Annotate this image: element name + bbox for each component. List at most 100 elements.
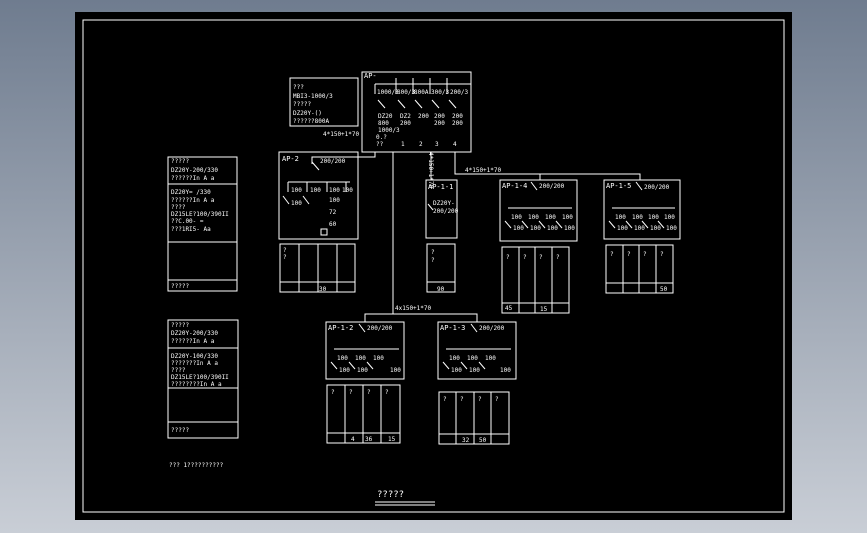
left-panel-1-line: ??C.00- =	[171, 218, 204, 225]
cad-viewport[interactable]: ??? MBI3-1000/3 ????? DZ20Y-() ??????800…	[75, 12, 792, 520]
legend-line: DZ20Y-()	[293, 110, 322, 117]
main-sub: 1000/3	[378, 127, 400, 134]
circuit-label: ?	[385, 389, 389, 396]
load-total: 50	[479, 437, 487, 444]
value-label: 72	[329, 209, 337, 216]
left-panel-1-line: ??????In A a	[171, 197, 215, 204]
box-name: AP-1-2	[328, 324, 353, 332]
breaker-label: 100	[511, 214, 522, 221]
breaker-label: 100	[339, 367, 350, 374]
legend-line: ??????800A	[293, 118, 330, 125]
circuit-label: ?	[610, 251, 614, 258]
legend-line: MBI3-1000/3	[293, 93, 333, 100]
load-total: 45	[505, 305, 513, 312]
breaker-label: 100	[513, 225, 524, 232]
load-total: 30	[319, 286, 327, 293]
main-output: 2	[419, 141, 423, 148]
circuit-label: ?	[506, 254, 510, 261]
cable-label-ap14: 4*150+1*70	[465, 167, 502, 174]
main-sub: 200	[452, 113, 463, 120]
left-panel-2-line: DZ20Y-100/330	[171, 353, 218, 360]
left-panel-2-line: ????	[171, 367, 186, 374]
main-rating: 1000/3	[377, 89, 399, 96]
left-panel-1-line: DZ20Y-200/330	[171, 167, 218, 174]
breaker-label: 100	[634, 225, 645, 232]
box-main: 200/200	[367, 325, 393, 332]
value-label: 60	[329, 221, 337, 228]
box-name: AP-1-4	[502, 182, 527, 190]
box-ap15: AP-1-5 200/200 100 100 100 100 100 100 1…	[603, 179, 681, 294]
left-panel-1-line: ????	[171, 204, 186, 211]
circuit-label: ?	[495, 396, 499, 403]
box-ap13: AP-1-3 200/200 100 100 100 100 100 100 ?…	[437, 321, 517, 445]
drawing-frame	[82, 19, 785, 513]
box-main: 200/200	[320, 158, 346, 165]
circuit-label: ?	[349, 389, 353, 396]
left-panel-2-line: ??????In A a	[171, 338, 215, 345]
main-output: 4	[453, 141, 457, 148]
circuit-label: ?	[283, 247, 287, 254]
breaker-label: 100	[329, 187, 340, 194]
load-total: 90	[437, 286, 445, 293]
circuit-label: ?	[556, 254, 560, 261]
breaker-label: 100	[469, 367, 480, 374]
breaker-label: 100	[530, 225, 541, 232]
breaker-label: 100	[528, 214, 539, 221]
breaker-label: 100	[547, 225, 558, 232]
box-name: AP-1-5	[606, 182, 631, 190]
breaker-label: 100	[373, 355, 384, 362]
breaker-label: 100	[632, 214, 643, 221]
breaker-label: 100	[617, 225, 628, 232]
main-rating: 300/3	[431, 89, 449, 96]
main-sub: 200	[418, 113, 429, 120]
left-panel-1-bottom: ?????	[171, 283, 189, 290]
box-main: 200/200	[644, 184, 670, 191]
main-panel: AP- 1000/3 800/3 800A 300/3 200/3 DZ20 8…	[361, 71, 472, 153]
legend-line: ?????	[293, 101, 311, 108]
breaker-label: 100	[329, 197, 340, 204]
breaker-label: 100	[564, 225, 575, 232]
circuit-label: ?	[283, 254, 287, 261]
breaker-label: 100	[664, 214, 675, 221]
left-panel-1-line: DZ15LE?100/390II	[171, 211, 229, 218]
electrical-schematic: ??? MBI3-1000/3 ????? DZ20Y-() ??????800…	[82, 19, 785, 513]
main-misc: ??	[376, 141, 384, 148]
drawing-title: ?????	[377, 490, 404, 500]
circuit-label: ?	[643, 251, 647, 258]
main-sub: 200	[400, 120, 411, 127]
main-sub: 200	[452, 120, 463, 127]
left-panel-2-line: ?????	[171, 322, 189, 329]
left-panel-2-line: DZ20Y-200/330	[171, 330, 218, 337]
circuit-label: ?	[431, 257, 435, 264]
left-panel-2-line: ???????In A a	[171, 360, 218, 367]
breaker-label: 100	[337, 355, 348, 362]
breaker-label: 100	[291, 187, 302, 194]
breaker-label: 100	[355, 355, 366, 362]
footnote-text: ??? 1??????????	[169, 462, 224, 469]
main-sub: DZ2	[400, 113, 411, 120]
breaker-label: 100	[666, 225, 677, 232]
left-panel-1-line: ???1RI5- Aa	[171, 226, 211, 233]
breaker-label: 100	[310, 187, 321, 194]
breaker-label: 100	[648, 214, 659, 221]
breaker-label: 100	[451, 367, 462, 374]
breaker-label: 100	[650, 225, 661, 232]
box-ap11: AP-1-1 DZ20Y- 200/200 ? ? 90	[425, 179, 459, 293]
load-total: 36	[365, 436, 373, 443]
main-rating: 800A	[414, 89, 429, 96]
main-rating: 200/3	[450, 89, 468, 96]
box-name: AP-1-3	[440, 324, 465, 332]
breaker-label: 100	[545, 214, 556, 221]
circuit-label: ?	[460, 396, 464, 403]
breaker-label: 100	[562, 214, 573, 221]
circuit-label: ?	[660, 251, 664, 258]
breaker-label: 100	[357, 367, 368, 374]
cable-label-ap12: 4x150+1*70	[395, 305, 432, 312]
circuit-label: ?	[478, 396, 482, 403]
circuit-label: ?	[443, 396, 447, 403]
breaker-label: 100	[467, 355, 478, 362]
circuit-label: ?	[523, 254, 527, 261]
circuit-label: ?	[331, 389, 335, 396]
box-main: DZ20Y-	[433, 200, 455, 207]
main-sub: 800	[378, 120, 389, 127]
